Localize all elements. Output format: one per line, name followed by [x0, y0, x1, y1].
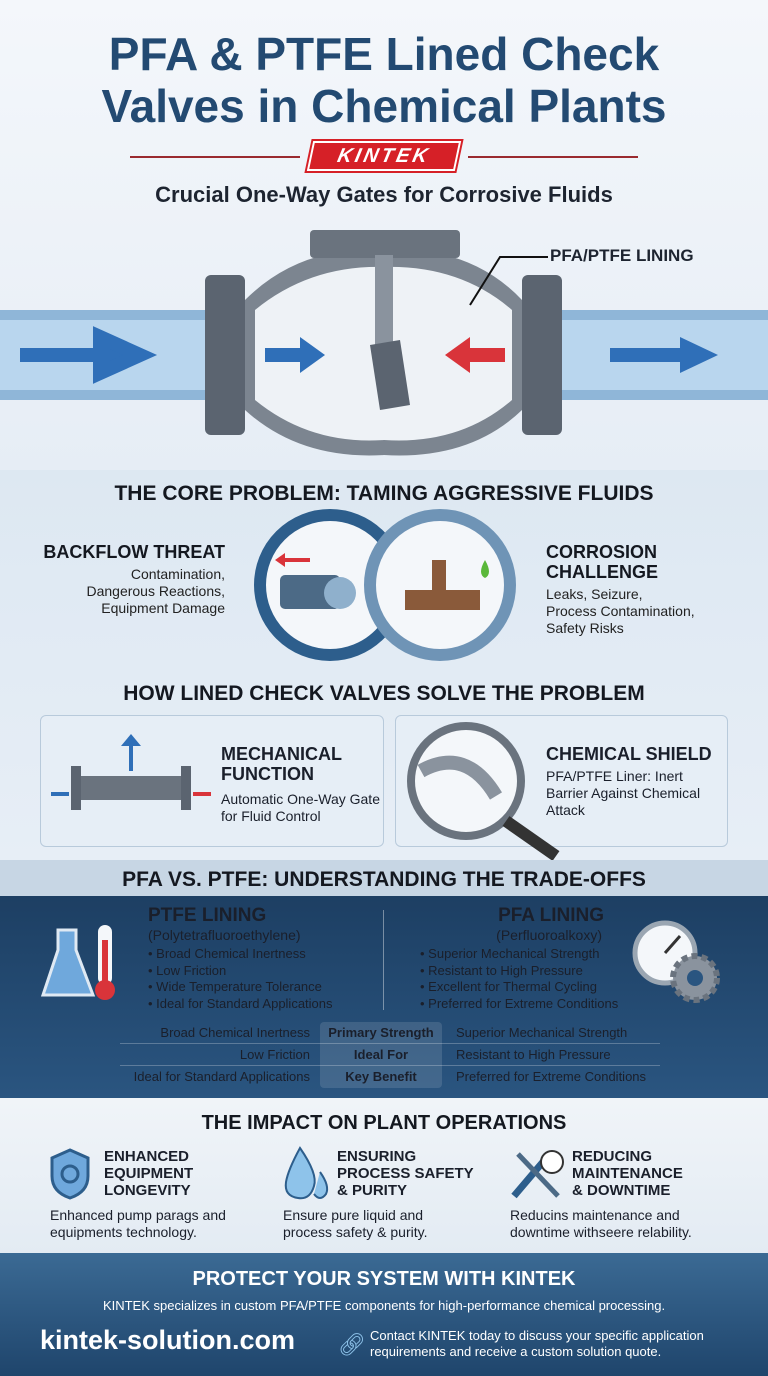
title-line-1: PFA & PTFE Lined Check — [108, 28, 660, 80]
desc-line: Contamination, — [130, 566, 225, 582]
shield-desc: PFA/PTFE Liner: Inert Barrier Against Ch… — [546, 768, 701, 818]
flow-arrow-icon — [20, 326, 158, 384]
shield-gear-icon — [50, 1148, 90, 1200]
valve-disc — [370, 340, 410, 410]
pfa-title: PFA LINING — [498, 905, 604, 926]
flask-thermometer-icon — [40, 925, 115, 1000]
backflow-desc: Contamination,Dangerous Reactions,Equipm… — [20, 566, 225, 617]
gauge-gear-icon — [632, 920, 720, 1003]
flange-right — [522, 275, 562, 435]
footer-desc: KINTEK specializes in custom PFA/PTFE co… — [102, 1298, 666, 1313]
mechanical-desc: Automatic One-Way Gate for Fluid Control — [221, 791, 380, 824]
list-item: • Excellent for Thermal Cycling — [420, 979, 597, 994]
mechanical-title: MECHANICAL FUNCTION — [221, 744, 342, 784]
magnifier-icon — [407, 722, 560, 861]
subtitle: Crucial One-Way Gates for Corrosive Flui… — [155, 182, 613, 207]
comparison-title: PFA VS. PTFE: UNDERSTANDING THE TRADE-OF… — [122, 868, 646, 891]
problem-circles — [254, 509, 516, 661]
website-link[interactable]: kintek-solution.com — [40, 1325, 296, 1355]
contact-text: Contact KINTEK today to discuss your spe… — [370, 1328, 704, 1359]
impact-section — [0, 1098, 768, 1253]
desc-line: Leaks, Seizure, — [546, 586, 643, 602]
wrench-clock-icon — [511, 1150, 564, 1199]
ptfe-subtitle: (Polytetrafluoroethylene) — [148, 927, 301, 943]
flow-arrow-icon — [300, 337, 325, 373]
impact-title: THE IMPACT ON PLANT OPERATIONS — [201, 1112, 567, 1134]
solution-title: HOW LINED CHECK VALVES SOLVE THE PROBLEM — [123, 682, 645, 705]
list-item: • Broad Chemical Inertness — [148, 946, 306, 961]
corrosion-desc: Leaks, Seizure,Process Contamination,Saf… — [546, 586, 756, 637]
ptfe-list: • Broad Chemical Inertness • Low Frictio… — [148, 946, 378, 1012]
desc-line: Process Contamination, — [546, 603, 695, 619]
divider — [130, 156, 300, 158]
backflow-threat: BACKFLOW THREAT Contamination,Dangerous … — [20, 542, 225, 617]
title-line-2: Valves in Chemical Plants — [101, 80, 667, 132]
list-item: • Preferred for Extreme Conditions — [420, 995, 619, 1011]
corrosion-challenge: CORROSION CHALLENGE Leaks, Seizure,Proce… — [546, 542, 756, 637]
check-valve-icon — [51, 734, 211, 810]
desc-line: Equipment Damage — [101, 600, 225, 616]
ptfe-title: PTFE LINING — [148, 905, 267, 926]
backflow-title: BACKFLOW THREAT — [43, 542, 225, 562]
kintek-logo: KINTEK — [306, 141, 462, 171]
valve-cap — [310, 230, 460, 258]
list-item: • Resistant to High Pressure — [420, 962, 583, 978]
pfa-subtitle: (Perfluoroalkoxy) — [496, 927, 602, 943]
list-item: • Low Friction — [148, 962, 227, 978]
divider — [383, 910, 384, 1010]
water-drops-icon — [284, 1146, 329, 1200]
leader-line — [469, 256, 548, 306]
comparison-band — [0, 860, 768, 896]
list-item: • Superior Mechanical Strength — [420, 946, 600, 961]
link-icon: 🔗︎ — [338, 1332, 366, 1357]
desc-line: Dangerous Reactions, — [86, 583, 225, 599]
flange-left — [205, 275, 245, 435]
flow-arrow-icon — [680, 337, 718, 373]
table-label-column — [320, 1022, 442, 1088]
footer-title: PROTECT YOUR SYSTEM WITH KINTEK — [192, 1268, 576, 1290]
backflow-arrow-icon — [445, 337, 470, 373]
valve-stem — [375, 255, 393, 345]
corrosion-title: CORROSION CHALLENGE — [546, 542, 658, 582]
list-item: • Wide Temperature Tolerance — [148, 979, 322, 994]
problem-title: THE CORE PROBLEM: TAMING AGGRESSIVE FLUI… — [114, 482, 654, 505]
shield-title: CHEMICAL SHIELD — [546, 744, 712, 764]
mechanical-function-card: MECHANICAL FUNCTION Automatic One-Way Ga… — [40, 715, 384, 847]
list-item: • Ideal for Standard Applications — [148, 995, 333, 1011]
chemical-shield-card: CHEMICAL SHIELD PFA/PTFE Liner: Inert Ba… — [395, 715, 728, 861]
comparison-section — [0, 896, 768, 1098]
divider — [468, 156, 638, 158]
footer — [0, 1253, 768, 1376]
pfa-list: • Superior Mechanical Strength • Resista… — [410, 946, 640, 1012]
ptfe-column: PTFE LINING (Polytetrafluoroethylene) • … — [148, 905, 378, 1012]
desc-line: Safety Risks — [546, 620, 624, 636]
lining-label: PFA/PTFE LINING — [550, 246, 694, 265]
valve-illustration — [0, 230, 768, 456]
pfa-column: PFA LINING (Perfluoroalkoxy) • Superior … — [410, 905, 640, 1012]
